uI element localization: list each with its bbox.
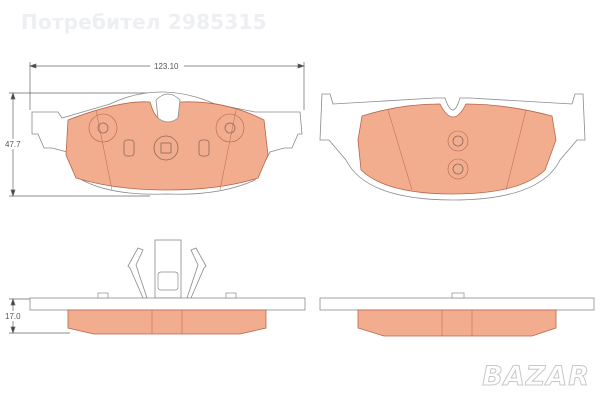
- height-dimension: [9, 91, 150, 198]
- rear-pad-side-view: [319, 292, 595, 337]
- front-pad-face-view: [31, 91, 303, 195]
- width-dimension-label: 123.10: [154, 62, 179, 71]
- brand-watermark: BAZAR: [482, 361, 590, 393]
- watermark-text: Потребител 2985315: [21, 10, 267, 34]
- height-dimension-label: 47.7: [5, 140, 21, 149]
- front-pad-side-view: [29, 239, 306, 335]
- thickness-dimension-label: 17.0: [5, 312, 21, 321]
- rear-pad-face-view: [319, 93, 586, 201]
